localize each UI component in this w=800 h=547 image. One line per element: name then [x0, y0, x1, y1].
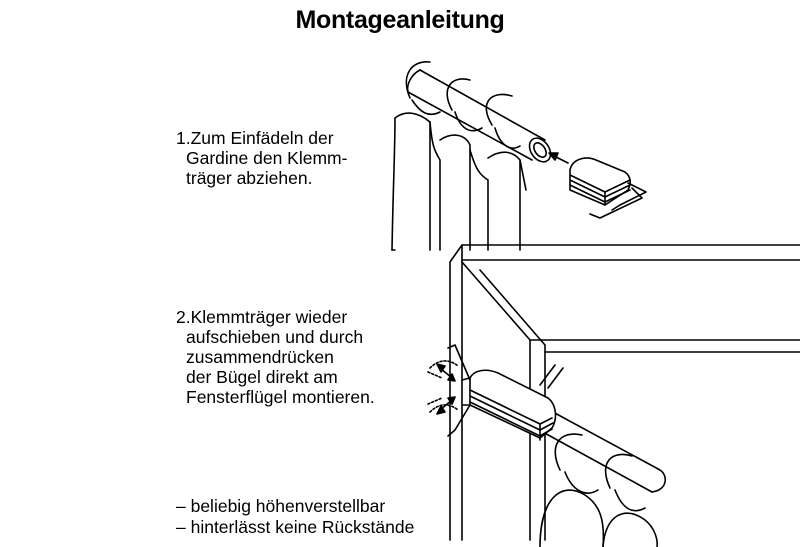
step-1-line-1: 1.Zum Einfädeln der [176, 128, 334, 148]
step-2-line-5: Fensterflügel montieren. [186, 387, 375, 407]
step-1-text: 1.Zum Einfädeln der Gardine den Klemm- t… [176, 128, 347, 188]
step-2-line-3: zusammendrücken [186, 347, 334, 367]
step-2-line-1: 2.Klemmträger wieder [176, 307, 348, 327]
curtain-rod-mounted [530, 405, 665, 492]
step-2-line-2: aufschieben und durch [186, 327, 364, 347]
feature-list: – beliebig höhenverstellbar – hinterläss… [176, 496, 414, 538]
feature-item-no-residue: – hinterlässt keine Rückstände [176, 517, 415, 537]
arrow-left-icon [549, 153, 568, 163]
glass-reflection [540, 365, 563, 388]
step-2-text: 2.Klemmträger wieder aufschieben und dur… [176, 307, 375, 407]
feature-item-adjustable: – beliebig höhenverstellbar [176, 496, 386, 516]
squeeze-arrows-icon [437, 364, 455, 414]
curtain-panels [392, 113, 526, 250]
step-2-line-4: der Bügel direkt am [186, 367, 338, 387]
curtain-rod [408, 70, 555, 166]
illustration-step-2 [428, 245, 800, 547]
clip-holder-mounted [462, 370, 555, 440]
page-title: Montageanleitung [295, 6, 505, 34]
clamp-arms [428, 345, 470, 436]
step-1-line-2: Gardine den Klemm- [186, 148, 348, 168]
curtain-mounted [540, 434, 657, 547]
illustration-step-1 [392, 62, 646, 250]
step-1-line-3: träger abziehen. [186, 168, 313, 188]
curtain-loops [406, 62, 520, 148]
clip-holder-detached [570, 158, 646, 218]
